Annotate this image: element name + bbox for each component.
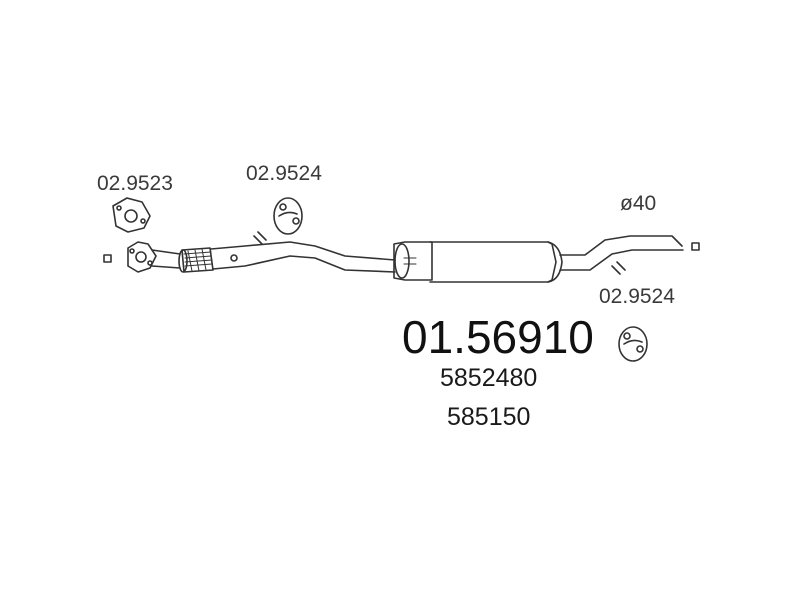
tail-pipe xyxy=(559,235,684,271)
gasket-part-number: 02.9523 xyxy=(97,172,173,195)
hanger-tab-rear xyxy=(611,261,626,275)
diameter-label: ø40 xyxy=(620,192,657,215)
hanger-tab-front xyxy=(253,231,267,245)
end-marker-right xyxy=(691,242,700,251)
oem-reference-2: 585150 xyxy=(447,403,531,431)
rubber-hanger-icon-2 xyxy=(618,326,648,362)
main-part-number: 01.56910 xyxy=(402,311,594,363)
hanger-part-number-bottom: 02.9524 xyxy=(599,285,675,308)
flex-pipe xyxy=(178,247,214,273)
front-flange xyxy=(127,241,157,273)
hanger-part-number-top: 02.9524 xyxy=(246,162,322,185)
silencer xyxy=(393,241,563,283)
mid-pipe xyxy=(210,241,396,273)
gasket-icon xyxy=(112,197,151,233)
weld-point xyxy=(230,254,238,262)
oem-reference-1: 5852480 xyxy=(440,364,538,392)
front-pipe xyxy=(151,249,181,269)
end-marker-left xyxy=(103,254,112,263)
rubber-hanger-icon xyxy=(273,197,303,235)
